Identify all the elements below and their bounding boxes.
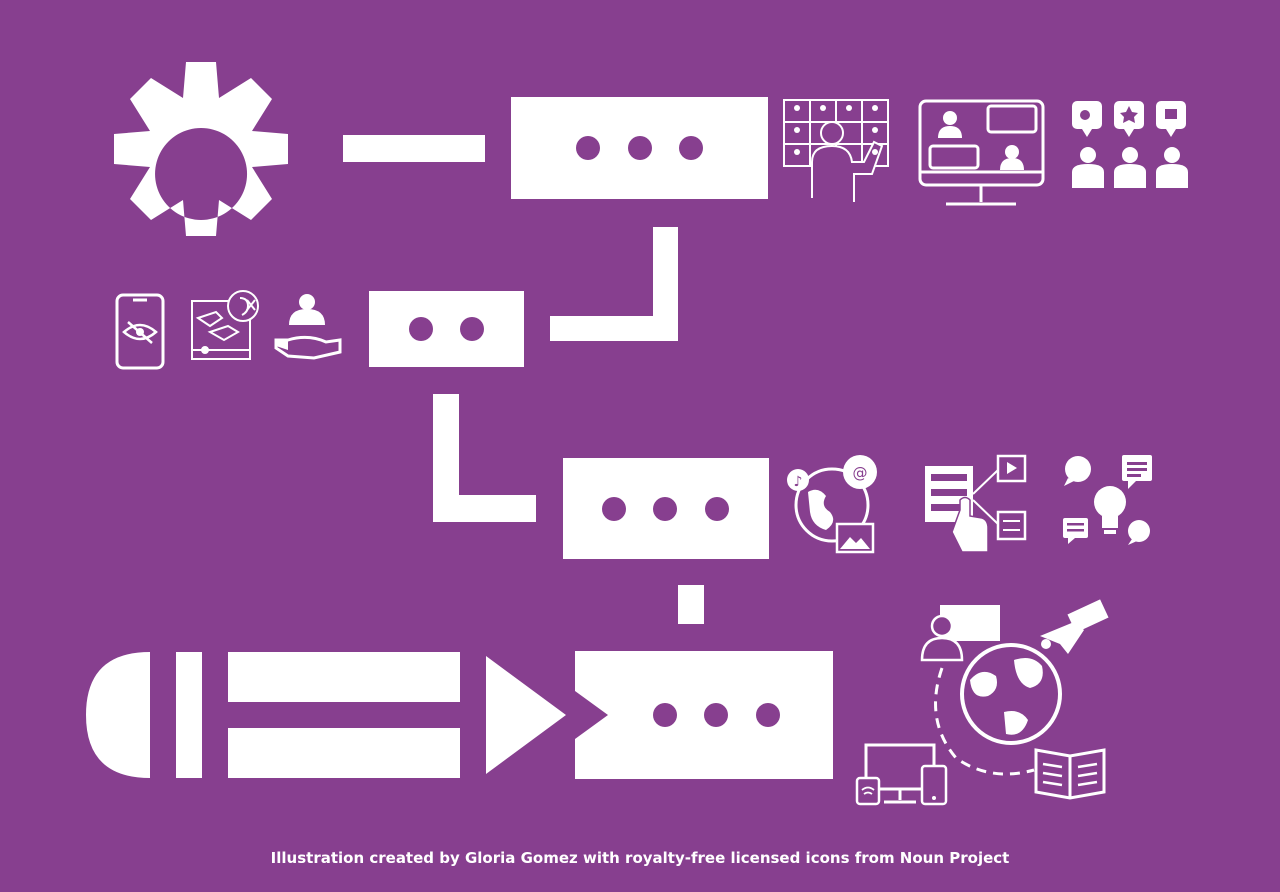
video-chat-monitor-icon (918, 99, 1045, 206)
dot (409, 317, 433, 341)
svg-text:@: @ (853, 464, 868, 482)
dot (576, 136, 600, 160)
dot (705, 497, 729, 521)
gear-icon (114, 62, 288, 236)
dot (653, 497, 677, 521)
step-box-1 (511, 97, 768, 199)
globe-multimedia-icon: ♪ @ (787, 455, 877, 554)
ideas-discussion-icon (1063, 455, 1152, 545)
connector-gear-to-box-1 (343, 135, 485, 162)
hand-service-icon (274, 294, 342, 360)
dot (756, 703, 780, 727)
sign-language-hearing-icon (191, 290, 259, 360)
interactive-menu-icon (925, 454, 1027, 553)
dot (679, 136, 703, 160)
audience-feedback-icon (1072, 101, 1188, 188)
step-box-4 (575, 651, 833, 779)
dot (653, 703, 677, 727)
step-box-2 (369, 291, 524, 367)
connector-box-1-to-box-2 (550, 227, 678, 341)
phone-hidden-eye-icon (115, 293, 165, 370)
pencil-icon (86, 652, 566, 778)
dot (704, 703, 728, 727)
attribution-caption: Illustration created by Gloria Gomez wit… (270, 849, 1010, 867)
connector-box-3-to-box-4 (678, 585, 704, 624)
step-box-3 (563, 458, 769, 559)
svg-text:♪: ♪ (794, 474, 803, 490)
video-conference-presenter-icon (783, 99, 889, 202)
dot (460, 317, 484, 341)
dot (628, 136, 652, 160)
connector-box-2-to-box-3 (433, 394, 536, 522)
global-learning-icon (855, 599, 1109, 806)
dot (602, 497, 626, 521)
